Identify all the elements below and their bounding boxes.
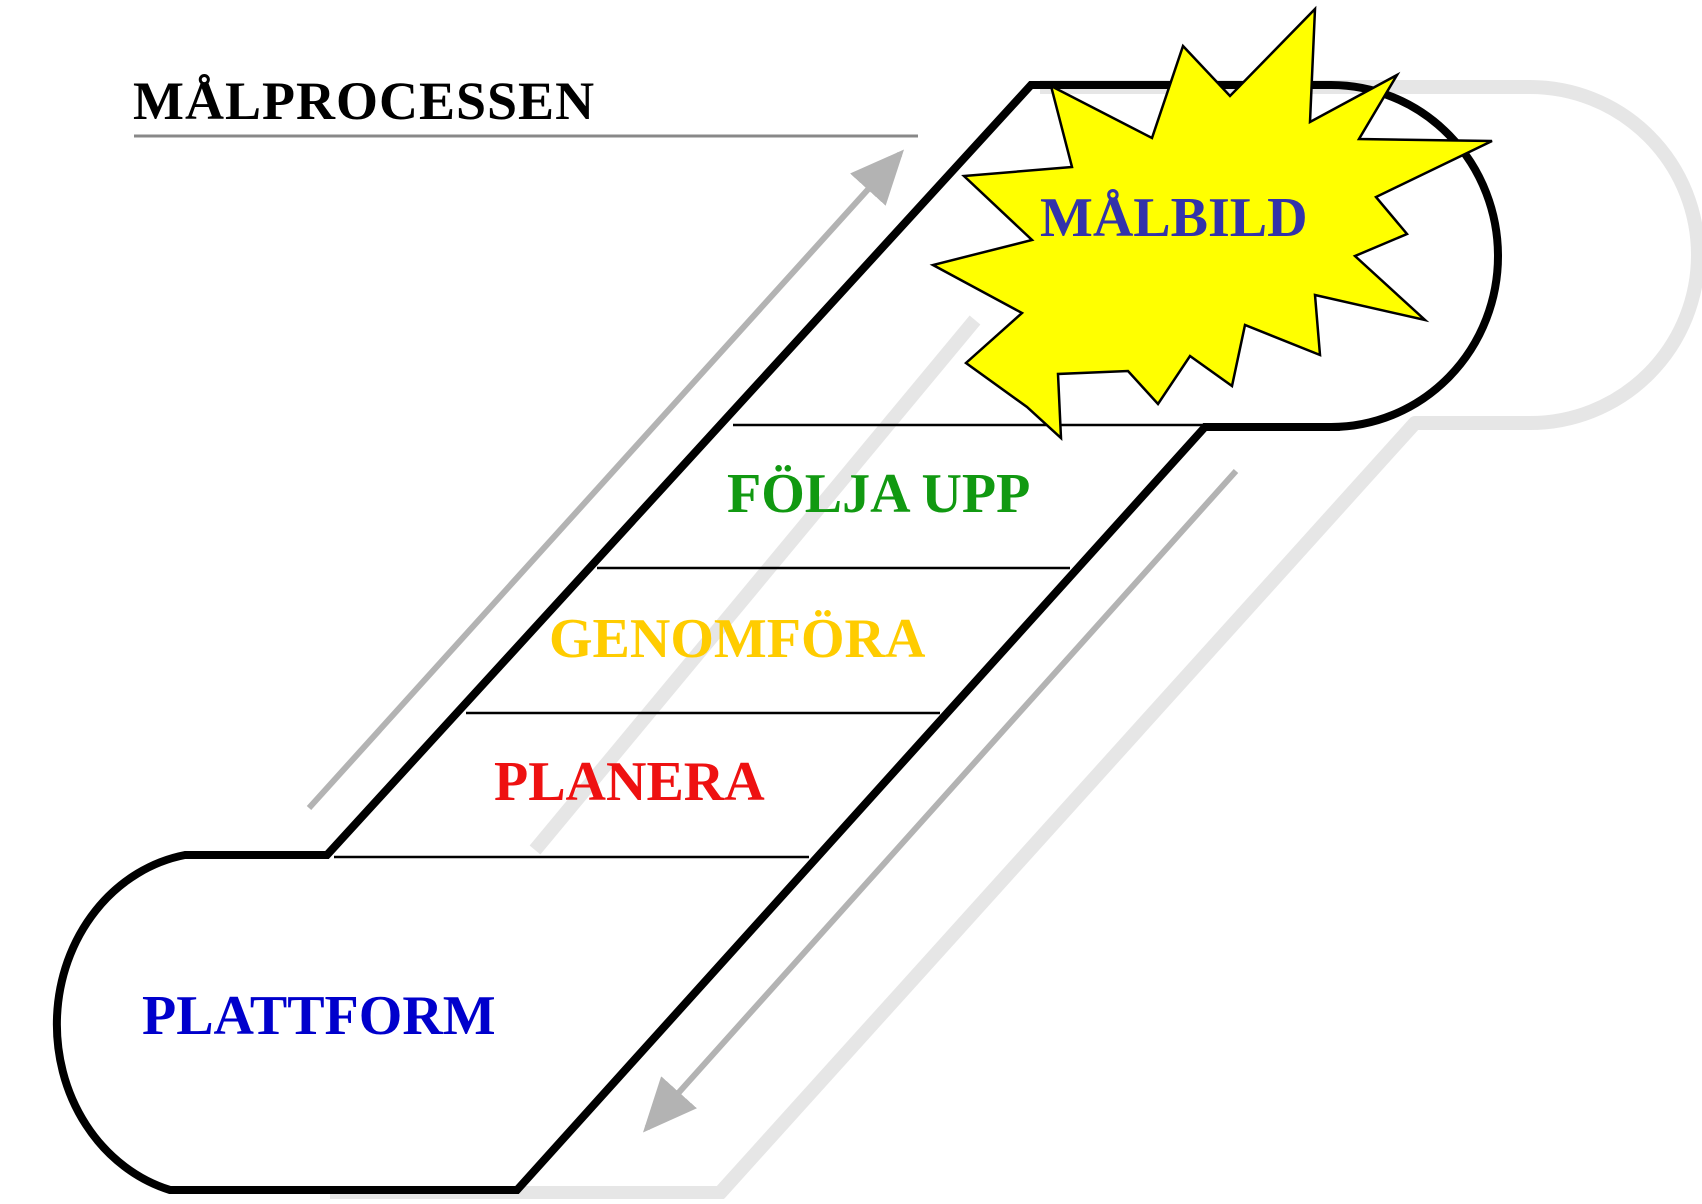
goal-starburst (929, 5, 1493, 441)
escalator-outline (52, 81, 1502, 1194)
base-label: PLATTFORM (142, 985, 496, 1047)
step-label-plan: PLANERA (494, 751, 765, 813)
page-title: MÅLPROCESSEN (133, 71, 596, 131)
step-label-follow-up: FÖLJA UPP (727, 463, 1031, 525)
escalator-shadow (330, 80, 1702, 1200)
up-arrow (306, 149, 905, 811)
escalator-shadow-inner (529, 315, 981, 855)
down-arrow (642, 468, 1239, 1133)
step-label-execute: GENOMFÖRA (549, 608, 926, 670)
goal-label: MÅLBILD (1040, 187, 1308, 249)
